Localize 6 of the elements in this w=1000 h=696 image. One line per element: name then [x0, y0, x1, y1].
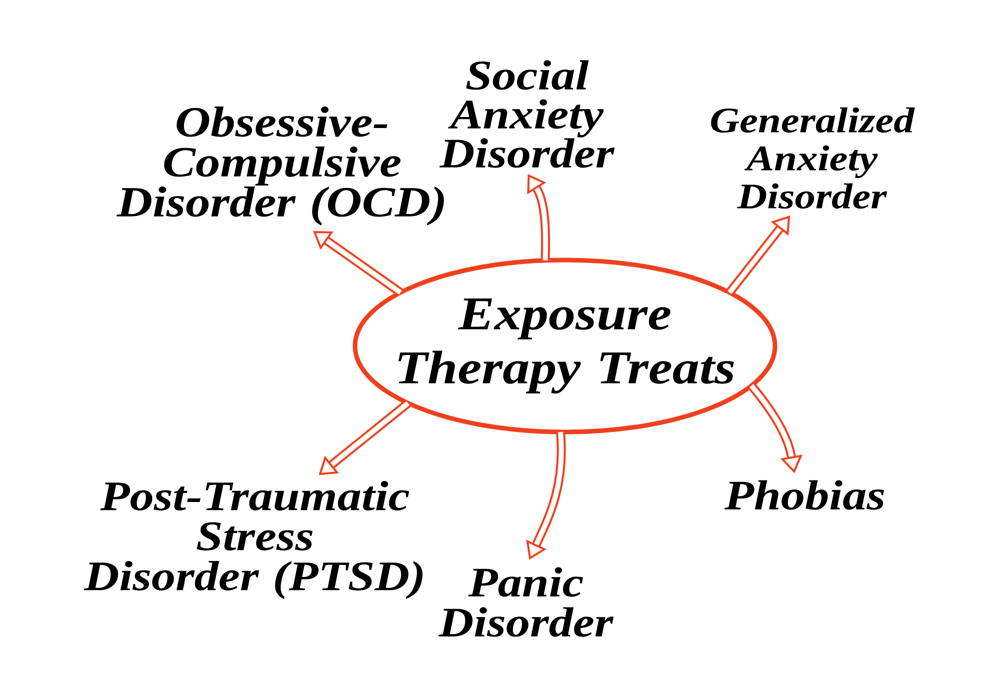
text-label: Social Anxiety Disorder [439, 60, 615, 168]
ellipse-node: Exposure Therapy Treats [352, 258, 778, 434]
text-label: Phobias [724, 480, 884, 510]
text-label: Post-Traumatic Stress Disorder (PTSD) [84, 480, 423, 600]
text-label: Generalized Anxiety Disorder [711, 107, 915, 209]
text-label: Panic Disorder [438, 567, 614, 637]
